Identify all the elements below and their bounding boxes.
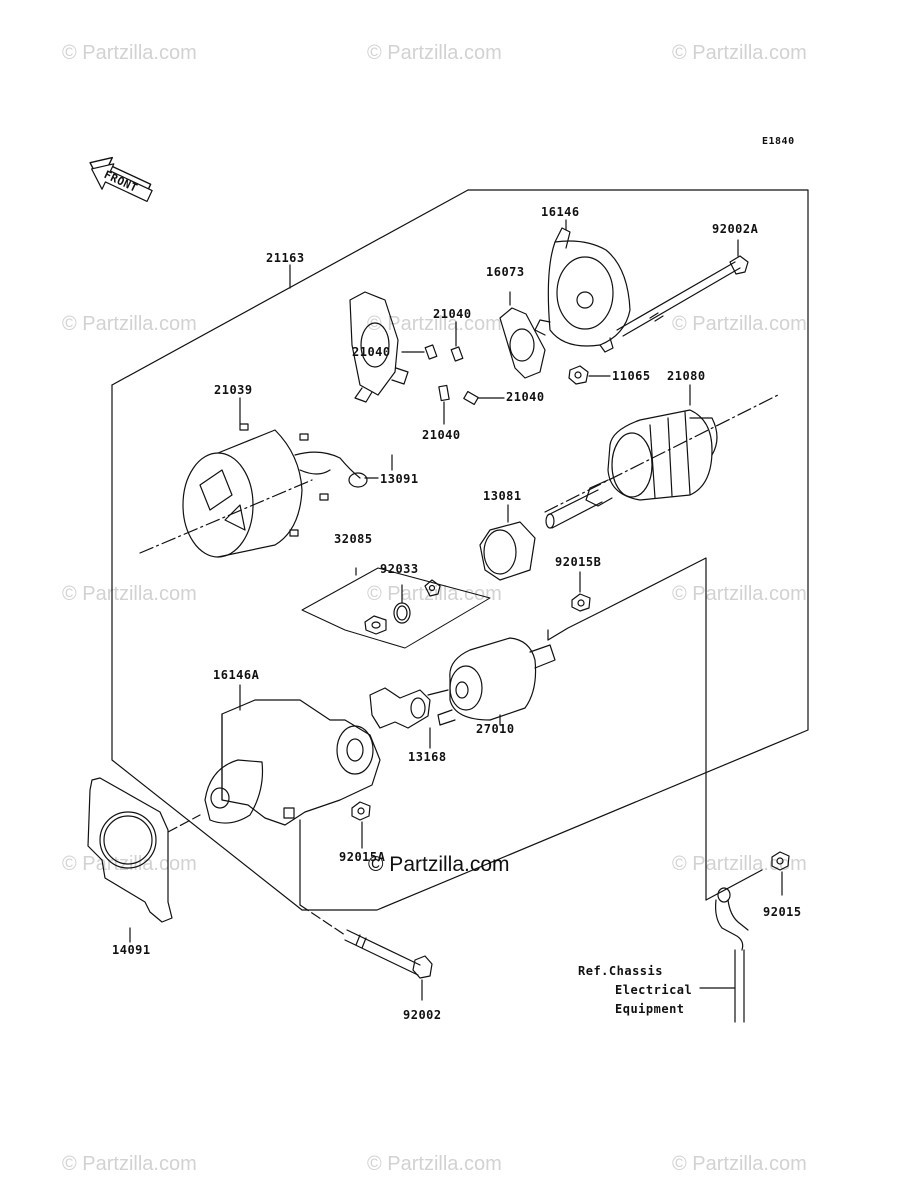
part-label-21040: 21040 bbox=[506, 390, 545, 404]
part-label-13091: 13091 bbox=[380, 472, 419, 486]
kit-outline bbox=[301, 567, 491, 649]
reference-line-3: Equipment bbox=[615, 1002, 685, 1016]
end-cover-16146 bbox=[534, 219, 631, 353]
nut-11065 bbox=[568, 365, 611, 385]
brush-plate-16073 bbox=[499, 291, 546, 379]
brush-springs-21040 bbox=[401, 321, 505, 425]
part-label-92015B: 92015B bbox=[555, 555, 602, 569]
nut-92015B bbox=[547, 557, 707, 901]
watermark: © Partzilla.com bbox=[367, 313, 502, 335]
part-label-21039: 21039 bbox=[214, 383, 253, 397]
part-label-21040: 21040 bbox=[433, 307, 472, 321]
bolt-92002 bbox=[299, 819, 433, 1001]
brand-watermark: © Partzilla.com bbox=[368, 853, 510, 876]
bolt-92002A bbox=[616, 239, 749, 337]
brush-holder-13091 bbox=[349, 291, 409, 471]
nut-92015A bbox=[351, 801, 371, 849]
shift-lever-13168 bbox=[369, 687, 431, 749]
watermark: © Partzilla.com bbox=[672, 42, 807, 64]
plate-14091 bbox=[87, 777, 201, 943]
front-housing-16146A bbox=[204, 684, 381, 826]
cable-92015 bbox=[699, 851, 790, 1023]
part-label-13168: 13168 bbox=[408, 750, 447, 764]
pinion-13081 bbox=[479, 504, 536, 581]
armature-21080 bbox=[545, 384, 718, 529]
watermark: © Partzilla.com bbox=[62, 313, 197, 335]
part-label-92015: 92015 bbox=[763, 905, 802, 919]
watermark: © Partzilla.com bbox=[672, 313, 807, 335]
part-label-16146: 16146 bbox=[541, 205, 580, 219]
yoke-21039 bbox=[182, 397, 379, 558]
watermark: © Partzilla.com bbox=[367, 583, 502, 605]
part-label-13081: 13081 bbox=[483, 489, 522, 503]
part-label-16146A: 16146A bbox=[213, 668, 260, 682]
watermark: © Partzilla.com bbox=[367, 1153, 502, 1175]
part-label-21163: 21163 bbox=[266, 251, 305, 265]
part-label-21080: 21080 bbox=[667, 369, 706, 383]
part-label-21040: 21040 bbox=[352, 345, 391, 359]
diagram-code: E1840 bbox=[762, 136, 795, 147]
part-label-92002: 92002 bbox=[403, 1008, 442, 1022]
watermark: © Partzilla.com bbox=[62, 583, 197, 605]
watermark: © Partzilla.com bbox=[62, 1153, 197, 1175]
watermark: © Partzilla.com bbox=[62, 42, 197, 64]
watermark: © Partzilla.com bbox=[672, 1153, 807, 1175]
reference-line-2: Electrical bbox=[615, 983, 693, 997]
solenoid-27010 bbox=[427, 637, 556, 726]
part-label-92002A: 92002A bbox=[712, 222, 759, 236]
part-label-32085: 32085 bbox=[334, 532, 373, 546]
part-label-92015A: 92015A bbox=[339, 850, 386, 864]
part-label-11065: 11065 bbox=[612, 369, 651, 383]
part-label-21040: 21040 bbox=[422, 428, 461, 442]
part-label-92033: 92033 bbox=[380, 562, 419, 576]
kit-parts bbox=[364, 579, 441, 635]
front-arrow-icon bbox=[89, 156, 153, 202]
assembly-outline bbox=[111, 189, 809, 911]
part-label-16073: 16073 bbox=[486, 265, 525, 279]
watermark: © Partzilla.com bbox=[367, 42, 502, 64]
reference-line-1: Ref.Chassis bbox=[578, 964, 663, 978]
part-label-14091: 14091 bbox=[112, 943, 151, 957]
part-label-27010: 27010 bbox=[476, 722, 515, 736]
